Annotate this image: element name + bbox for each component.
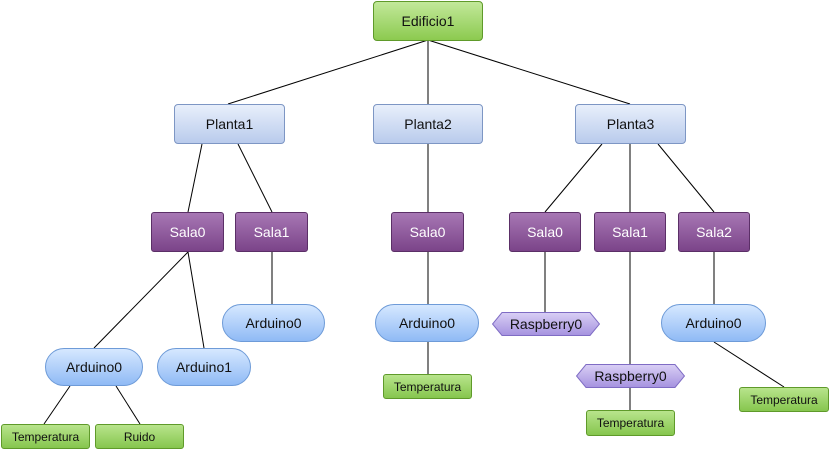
node-planta1[interactable]: Planta1 — [174, 104, 285, 144]
node-planta3[interactable]: Planta3 — [575, 104, 686, 144]
node-planta2-sala0-arduino0[interactable]: Arduino0 — [375, 304, 479, 342]
node-planta2-arduino0-temperatura[interactable]: Temperatura — [383, 374, 472, 399]
edge-edificio-planta3 — [427, 39, 631, 105]
edge-planta3-sala0 — [544, 143, 603, 213]
node-planta1-sala0[interactable]: Sala0 — [151, 212, 224, 252]
node-planta3-sala2-arduino0[interactable]: Arduino0 — [661, 304, 766, 342]
edge-planta1-sala1 — [237, 143, 273, 213]
edge-arduino0-temperatura — [43, 385, 71, 425]
node-planta2[interactable]: Planta2 — [373, 104, 483, 144]
edge-planta3-sala2 — [657, 143, 715, 213]
node-arduino0-ruido[interactable]: Ruido — [95, 424, 184, 449]
edge-p1sala0-arduino0 — [93, 251, 189, 349]
edge-planta1-sala0 — [187, 143, 203, 213]
node-planta3-sala1[interactable]: Sala1 — [594, 212, 666, 252]
node-planta3-sala1-raspberry0[interactable]: Raspberry0 — [576, 364, 685, 388]
node-planta2-sala0[interactable]: Sala0 — [391, 212, 464, 252]
raspberry-label: Raspberry0 — [594, 368, 667, 384]
edge-p3arduino0-temperatura — [713, 341, 785, 388]
node-edificio1[interactable]: Edificio1 — [373, 1, 483, 41]
node-planta1-sala0-arduino1[interactable]: Arduino1 — [157, 348, 251, 386]
edge-edificio-planta1 — [227, 39, 429, 105]
raspberry-label: Raspberry0 — [509, 316, 583, 332]
edge-p1sala0-arduino1 — [187, 251, 205, 349]
node-planta3-raspberry0-temperatura[interactable]: Temperatura — [586, 410, 675, 436]
raspberry-hexagon-shape — [492, 312, 600, 336]
edge-arduino0-ruido — [115, 385, 141, 425]
node-planta1-sala0-arduino0[interactable]: Arduino0 — [45, 348, 143, 386]
node-planta3-sala0-raspberry0[interactable]: Raspberry0 — [492, 312, 600, 336]
node-planta3-sala0[interactable]: Sala0 — [509, 212, 581, 252]
node-planta1-sala1[interactable]: Sala1 — [235, 212, 308, 252]
raspberry-hexagon-shape — [576, 364, 685, 388]
node-planta1-sala1-arduino0[interactable]: Arduino0 — [222, 304, 325, 342]
node-arduino0-temperatura[interactable]: Temperatura — [1, 424, 90, 449]
node-planta3-sala2[interactable]: Sala2 — [678, 212, 750, 252]
node-planta3-arduino0-temperatura[interactable]: Temperatura — [739, 387, 829, 412]
